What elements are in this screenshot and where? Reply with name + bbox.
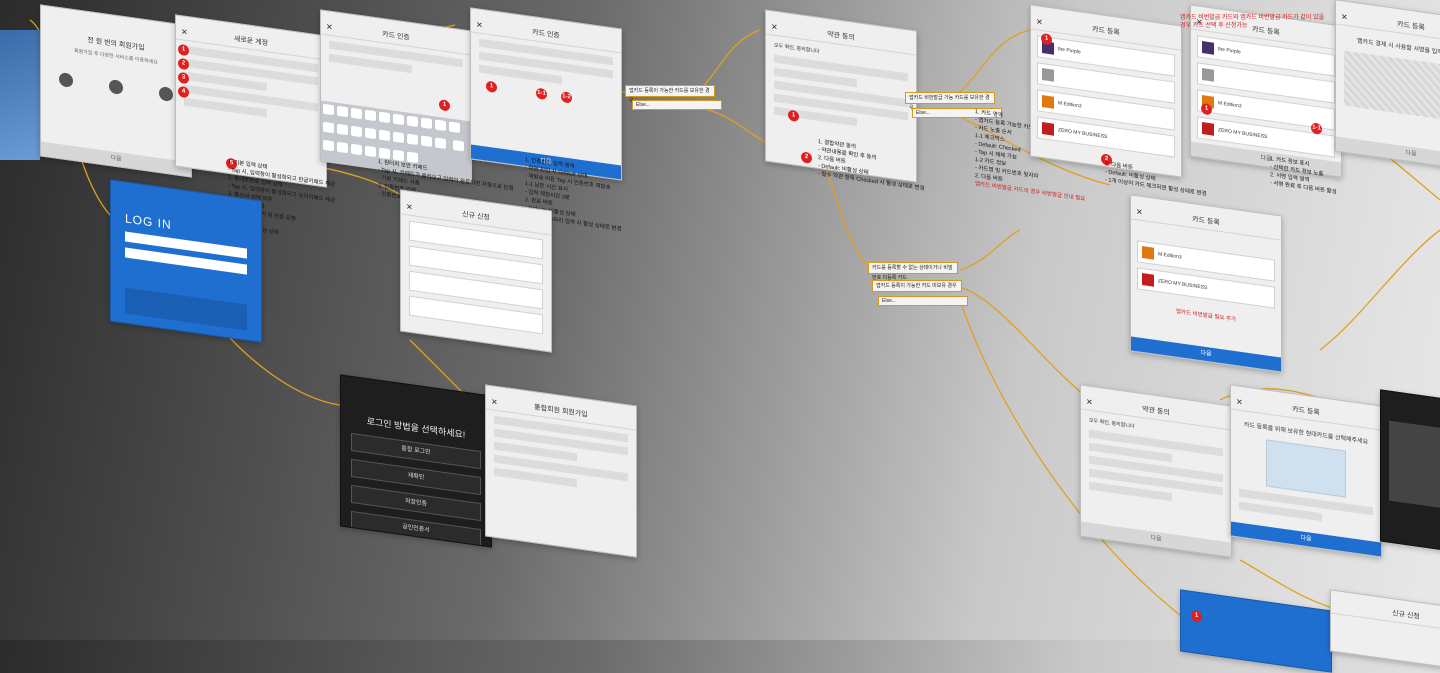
card-name: M Edition3 — [1058, 100, 1082, 110]
close-icon[interactable]: ✕ — [1236, 397, 1243, 408]
circle-icon[interactable] — [159, 86, 173, 103]
nav-title: 약관 동의 — [827, 31, 855, 42]
branch-label: 앱카드 등록이 가능한 카드를 보유한 경우 — [625, 85, 715, 104]
card-name: ZERO MY BUSINESS — [1218, 127, 1268, 141]
connector — [949, 111, 1111, 186]
dark-panel — [1389, 420, 1440, 520]
warning-text: 앱카드 비번발급 카드와 앱카드 비번발급 카드가 같이 있을 경우 카드 선택… — [1180, 15, 1325, 29]
screen-card-auth-keypad: ✕ 카드 인증 1 — [320, 9, 472, 183]
nav-title: 카드 등록 — [1192, 216, 1220, 227]
nav-title: 신규 신청 — [1392, 610, 1420, 621]
screen-dark-partial — [1380, 389, 1440, 563]
close-icon[interactable]: ✕ — [406, 202, 413, 213]
screen-login: LOG IN — [110, 179, 262, 343]
step-badge: 1-2 — [561, 91, 572, 104]
nav-title: 카드 인증 — [532, 29, 560, 40]
connector — [699, 29, 761, 91]
close-icon[interactable]: ✕ — [771, 22, 778, 33]
card-name: M Edition3 — [1158, 251, 1182, 261]
connector — [949, 29, 1031, 101]
screen-bottom-new-card: 신규 신청 — [1330, 589, 1440, 673]
card-thumbnail — [1202, 67, 1214, 82]
connector — [959, 286, 1091, 401]
screen-new-card: ✕ 신규 신청 — [400, 189, 552, 353]
screen-terms-2: ✕약관 동의 모두 확인, 동의합니다 다음 — [1080, 384, 1232, 558]
card-illustration — [1266, 439, 1346, 498]
screen-card-register-2: ✕카드 등록 the Purple M Edition3 ZERO MY BUS… — [1190, 4, 1342, 178]
close-icon[interactable]: ✕ — [1136, 207, 1143, 218]
close-icon[interactable]: ✕ — [491, 397, 498, 408]
nav-title: 카드 등록 — [1292, 406, 1320, 417]
circle-icon[interactable] — [109, 79, 123, 95]
icon-row — [41, 69, 191, 104]
nav-bar: 신규 신청 — [1331, 598, 1440, 635]
screen-select-card: ✕카드 등록 카드 등록을 위해 보유한 현대카드를 선택해주세요 다음 — [1230, 384, 1382, 558]
map-thumbnail — [0, 30, 40, 160]
screen-card-register-1: ✕ 카드 등록 the Purple M Edition3 ZERO MY BUS… — [1030, 4, 1182, 178]
card-name: ZERO MY BUSINESS — [1158, 278, 1208, 292]
step-badge: 1 — [439, 99, 450, 112]
card-thumbnail — [1142, 245, 1154, 260]
branch-label: Else... — [632, 100, 722, 110]
branch-label: Else... — [878, 296, 968, 306]
step-badge: 2 — [801, 151, 812, 164]
branch-label: 앱카드 비번발급 가능 카드를 보유한 경우 — [905, 92, 995, 111]
step-badge: 1 — [1191, 609, 1202, 623]
card-name: the Purple — [1058, 46, 1081, 56]
nav-title: 신규 신청 — [462, 211, 490, 222]
nav-title: 카드 등록 — [1397, 21, 1425, 32]
card-thumbnail — [1142, 272, 1154, 287]
card-thumbnail — [1202, 121, 1214, 136]
card-name: M Edition3 — [1218, 100, 1242, 110]
step-badge: 1 — [486, 80, 497, 94]
step-badge: 1-1 — [536, 87, 547, 101]
screen-signature: ✕카드 등록 앱카드 결제 시 사용할 서명을 입력해주세요 다음 — [1335, 0, 1440, 173]
signature-pad[interactable] — [1344, 50, 1440, 125]
nav-title: 카드 등록 — [1092, 26, 1120, 37]
screen-signup-intro: 전 원 번의 회원가입 회원가입 후 다양한 서비스를 이용하세요 다음 — [40, 4, 192, 178]
card-thumbnail — [1042, 121, 1054, 136]
close-icon[interactable]: ✕ — [326, 22, 333, 33]
nav-title: 새로운 계정 — [233, 35, 269, 48]
nav-title: 약관 동의 — [1142, 406, 1170, 417]
connector — [1239, 559, 1341, 611]
screen-card-auth: ✕카드 인증 1 1-1 1-2 2 다음 — [470, 7, 622, 181]
card-name: the Purple — [1218, 46, 1241, 56]
map-caption: Tap 시 Walkthrough 화면 — [2, 177, 56, 183]
branch-label: 앱카드 등록이 가능한 카드 미보유 경우 — [872, 280, 962, 292]
card-name: ZERO MY BUSINESS — [1058, 127, 1108, 141]
close-icon[interactable]: ✕ — [1086, 397, 1093, 408]
nav-title: 카드 인증 — [382, 31, 410, 42]
circle-icon[interactable] — [59, 71, 73, 88]
connector — [959, 299, 1201, 631]
screen-member-signup: ✕통합회원 회원가입 — [485, 384, 637, 558]
screen-login-method: 로그인 방법을 선택하세요! 통합 로그인 재확인 저장인증 공인인증서 — [340, 374, 492, 548]
screen-card-register-3: ✕카드 등록 M Edition3 ZERO MY BUSINESS 앱카드 비… — [1130, 194, 1282, 373]
card-thumbnail — [1042, 67, 1054, 82]
card-thumbnail — [1042, 94, 1054, 109]
card-thumbnail — [1202, 40, 1214, 55]
banner[interactable] — [125, 287, 247, 331]
close-icon[interactable]: ✕ — [181, 27, 188, 38]
close-icon[interactable]: ✕ — [476, 20, 483, 31]
connector — [959, 229, 1021, 271]
connector — [1319, 229, 1440, 351]
branch-label: Else... — [912, 108, 1002, 118]
close-icon[interactable]: ✕ — [1036, 17, 1043, 28]
branch-label: 카드를 등록할 수 없는 상태이거나 비밀번호 미등록 카드 — [868, 262, 958, 281]
close-icon[interactable]: ✕ — [1341, 12, 1348, 23]
